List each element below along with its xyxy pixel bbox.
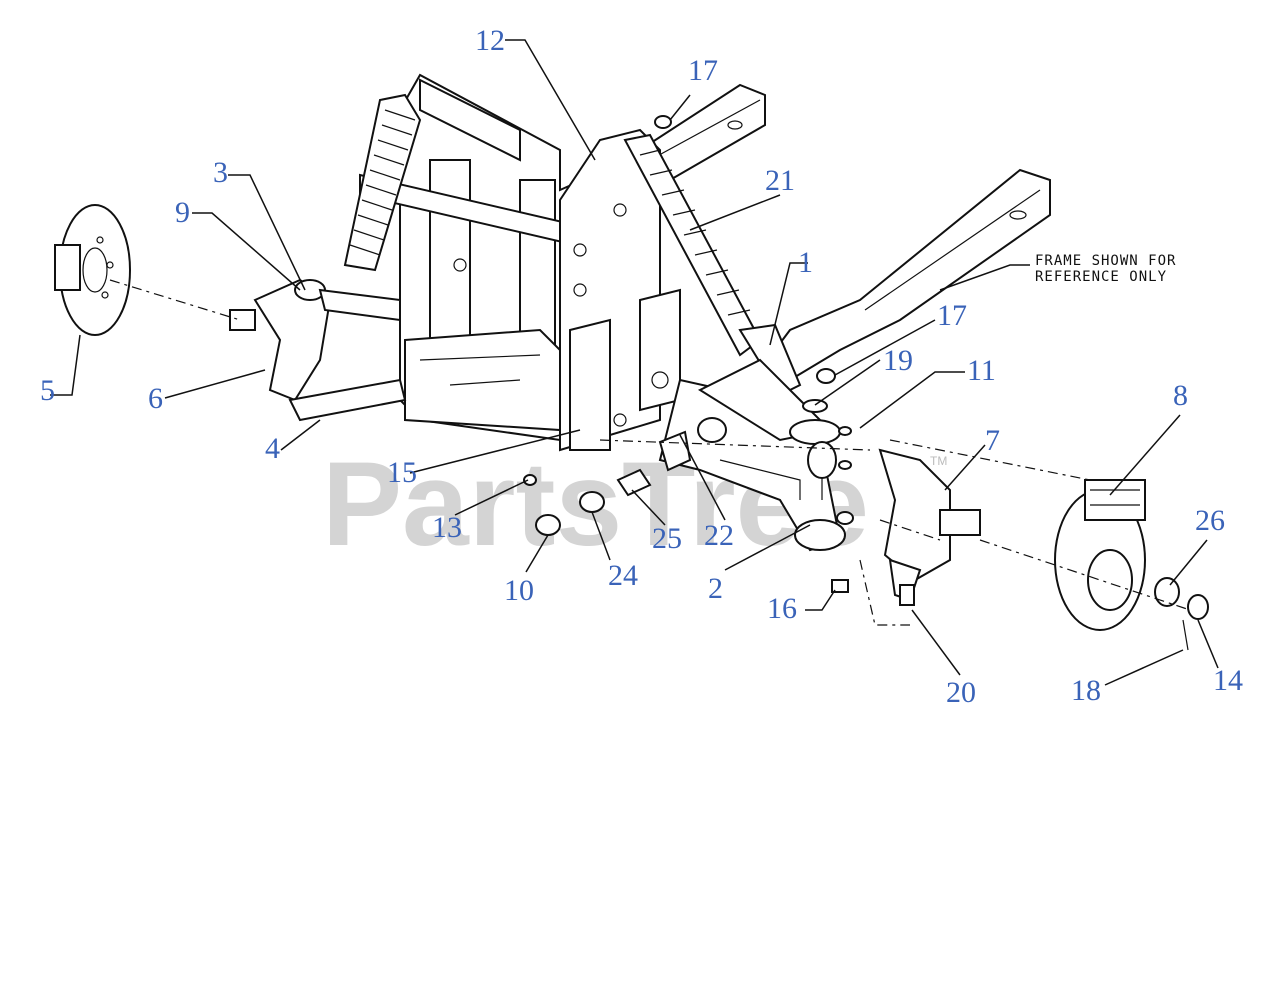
callout-14: 14 [1213,664,1243,697]
left-a-arms [288,288,407,422]
callout-20: 20 [946,676,976,709]
callout-25: 25 [652,522,682,555]
callout-17-right: 17 [937,299,967,332]
leader-lines [50,39,1219,686]
callout-7: 7 [985,424,1000,457]
callout-22: 22 [704,519,734,552]
callout-17-top: 17 [688,54,718,87]
note-line-1: FRAME SHOWN FOR [1035,253,1176,269]
watermark-trademark: TM [930,454,947,468]
callout-2: 2 [708,572,723,605]
callout-3: 3 [213,156,228,189]
callout-numbers: 12 17 21 3 9 1 17 19 11 5 6 4 15 13 10 2… [40,24,1243,709]
frame-rails [638,83,1051,382]
small-hardware [523,115,1209,651]
note-line-2: REFERENCE ONLY [1035,269,1167,285]
upper-control-arm [697,358,841,445]
callout-9: 9 [175,196,190,229]
callout-10: 10 [504,574,534,607]
callout-21: 21 [765,164,795,197]
callout-11: 11 [967,354,996,387]
callout-19: 19 [883,344,913,377]
callout-16: 16 [767,592,797,625]
callout-13: 13 [432,511,462,544]
left-shock-spring [343,93,422,272]
callout-8: 8 [1173,379,1188,412]
ball-joints [807,441,915,606]
left-hub-rotor [54,204,131,336]
right-shock-spring [623,133,802,397]
callout-5: 5 [40,374,55,407]
callout-18: 18 [1071,674,1101,707]
callout-12: 12 [475,24,505,57]
callout-1: 1 [798,246,813,279]
callout-26: 26 [1195,504,1225,537]
callout-6: 6 [148,382,163,415]
right-hub-rotor [1054,479,1146,631]
frame-reference-note: FRAME SHOWN FOR REFERENCE ONLY [939,253,1176,291]
left-spindle-knuckle [229,278,332,402]
callout-15: 15 [387,456,417,489]
callout-4: 4 [265,432,280,465]
center-lines [109,279,1191,626]
callout-24: 24 [608,559,638,592]
frame-block [359,73,681,452]
